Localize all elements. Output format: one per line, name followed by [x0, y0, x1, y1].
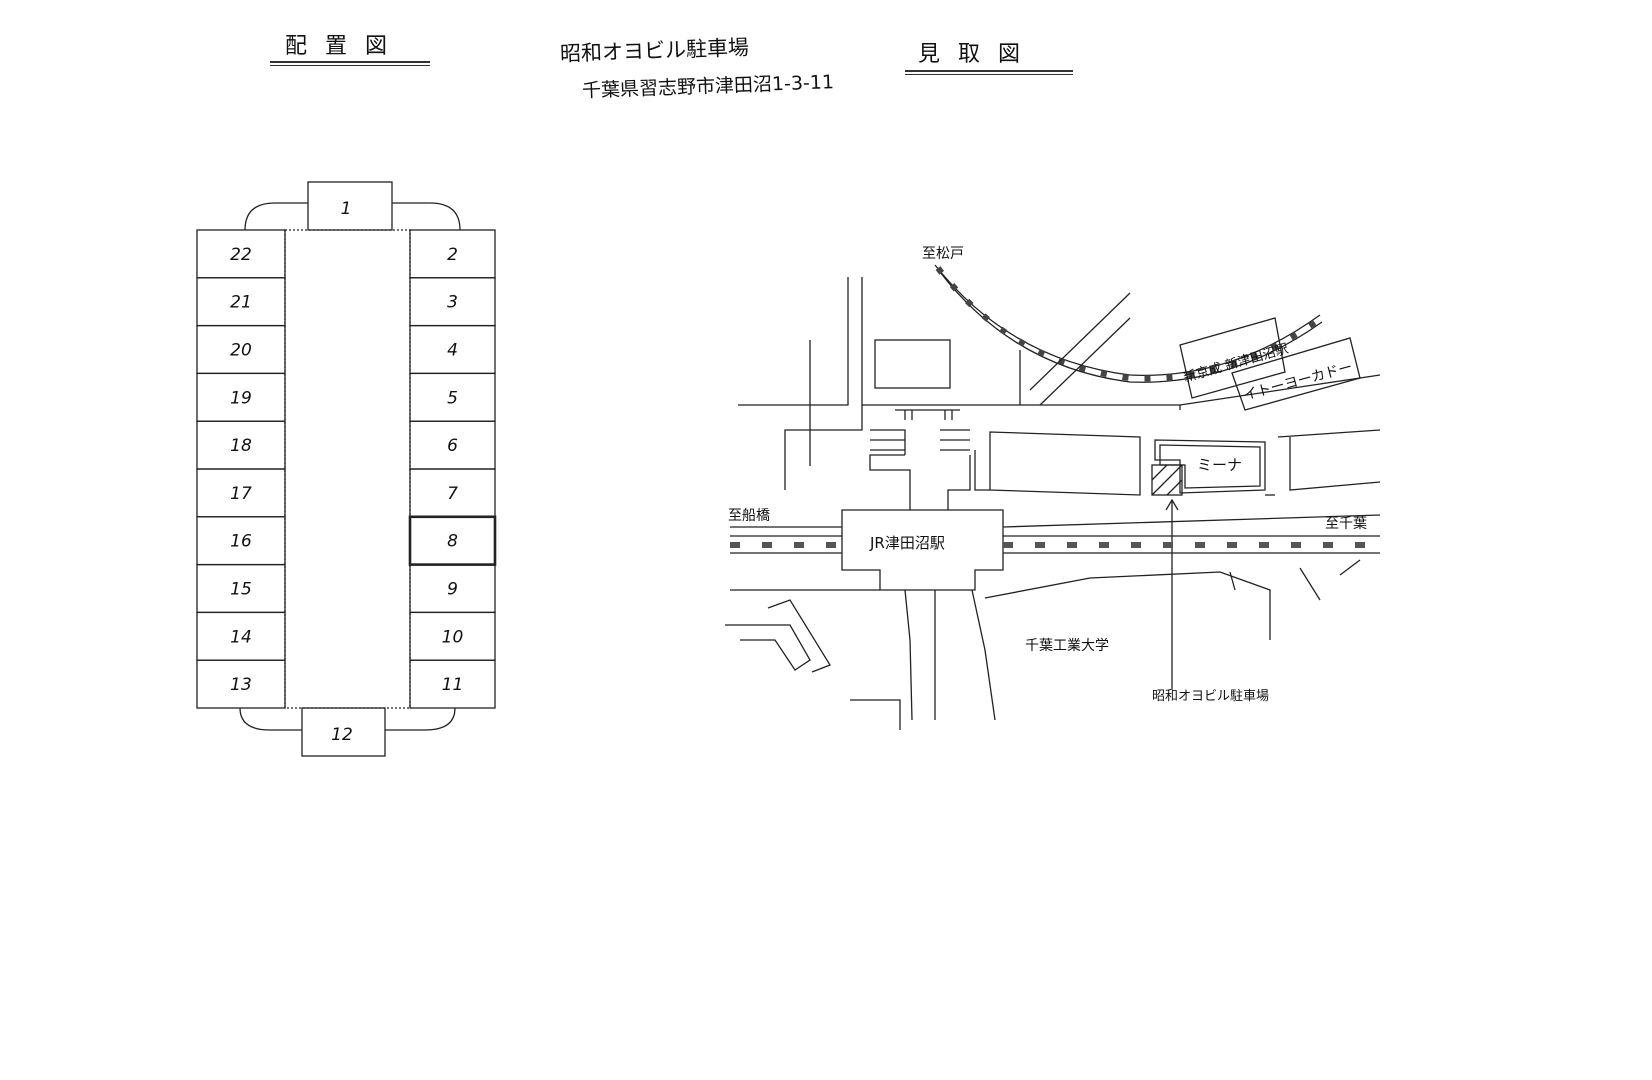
slot-12-label: 12 — [331, 725, 353, 745]
parking-slot-13 — [196, 659, 286, 709]
parking-slot-label-3: 3 — [447, 293, 458, 313]
top-left-curve — [244, 202, 308, 231]
keisei-rail-ties — [935, 266, 1323, 382]
keisei-station-box — [1179, 317, 1286, 399]
to-funabashi-label: 至船橋 — [728, 508, 770, 524]
parking-slot-label-13: 13 — [230, 675, 252, 695]
bottom-right-curve — [385, 707, 456, 731]
parking-slot-label-4: 4 — [447, 341, 458, 361]
to-matsudo-label: 至松戸 — [922, 246, 964, 262]
to-chiba-label: 至千葉 — [1325, 516, 1367, 532]
parking-slot-label-20: 20 — [230, 341, 252, 361]
slot-12-box — [301, 707, 386, 757]
mina-label: ミーナ — [1197, 456, 1242, 474]
parking-slot-label-11: 11 — [442, 675, 464, 695]
parking-slot-label-18: 18 — [230, 436, 252, 456]
bottom-left-curve — [239, 707, 302, 731]
parking-slot-label-17: 17 — [230, 484, 252, 504]
parking-slot-label-16: 16 — [230, 532, 252, 552]
parking-slot-11 — [409, 659, 496, 709]
slot-1-label: 1 — [341, 199, 352, 219]
jr-station-label: JR津田沼駅 — [869, 534, 945, 552]
block-building — [874, 339, 951, 389]
layout-heading: 配置図 — [285, 34, 406, 59]
top-right-curve — [392, 202, 461, 231]
mina-building — [1154, 439, 1266, 494]
parking-slot-label-19: 19 — [230, 388, 252, 408]
parking-slot-label-10: 10 — [442, 627, 464, 647]
map-heading-underline-2 — [905, 74, 1073, 75]
keisei-rail-inner — [939, 271, 1323, 383]
parking-slot-label-15: 15 — [230, 580, 252, 600]
parking-slot-label-2: 2 — [447, 245, 458, 265]
parking-slot-label-7: 7 — [447, 484, 458, 504]
map-heading: 見取図 — [918, 42, 1039, 67]
jr-station-box — [841, 509, 1004, 591]
parking-slot-label-5: 5 — [447, 388, 458, 408]
parking-slot-label-22: 22 — [230, 245, 252, 265]
itoyokado-box — [1231, 337, 1361, 411]
map-heading-underline — [905, 70, 1073, 72]
layout-heading-underline-2 — [270, 65, 430, 66]
parking-slot-label-21: 21 — [230, 293, 252, 313]
slot-1-box — [307, 181, 393, 231]
parking-slot-label-14: 14 — [230, 627, 252, 647]
station-building — [989, 431, 1141, 496]
parking-slot-label-9: 9 — [447, 580, 458, 600]
parking-label: 昭和オヨビル駐車場 — [1152, 689, 1269, 704]
layout-heading-underline — [270, 61, 430, 63]
parking-slot-label-8: 8 — [447, 532, 458, 552]
university-label: 千葉工業大学 — [1025, 638, 1109, 654]
parking-slot-label-6: 6 — [447, 436, 458, 456]
